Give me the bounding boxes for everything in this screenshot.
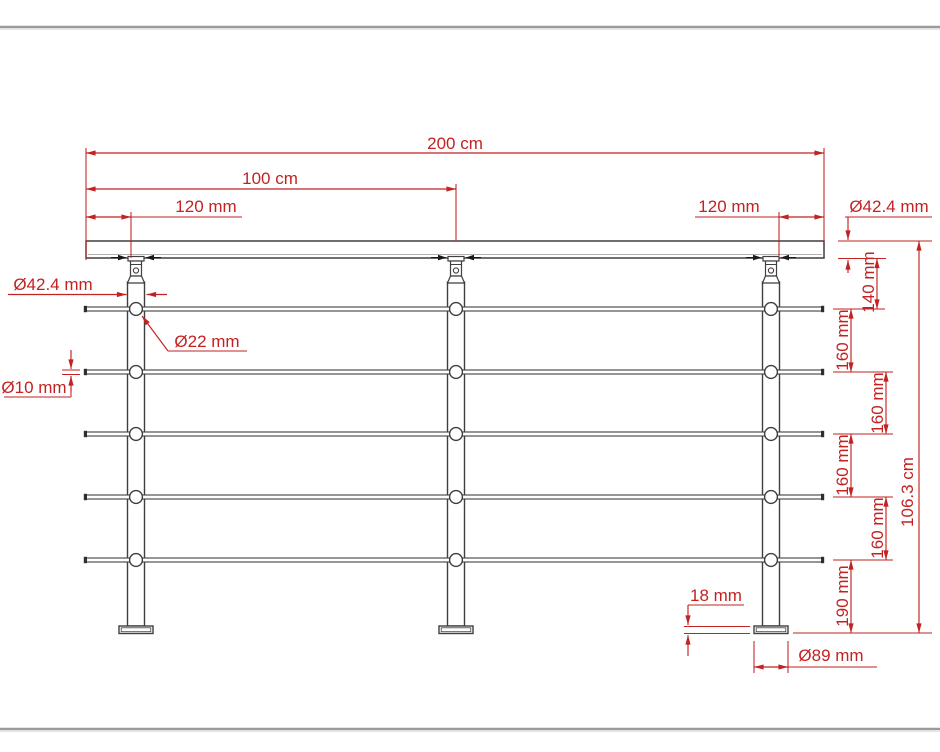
crossbar-end-cap (821, 305, 825, 313)
crossbar-holder (763, 364, 779, 380)
handrail-saddle (127, 255, 145, 262)
dim-total-width: 200 cm (85, 134, 825, 156)
handrail-saddle (447, 255, 465, 262)
base-plate (753, 625, 789, 635)
crossbar-end-cap (83, 493, 87, 501)
crossbar-end-cap (83, 430, 87, 438)
crossbar-holder (448, 364, 464, 380)
dim-crossbar-diameter-label: Ø10 mm (1, 378, 66, 397)
crossbar-holder (763, 301, 779, 317)
crossbar-holder (763, 489, 779, 505)
fitting-arrow-right (145, 254, 154, 261)
dim-gap-bottom: 190 mm (833, 559, 854, 634)
adapter-joint (452, 267, 460, 274)
dim-bar-gap-3-label: 160 mm (833, 434, 852, 495)
crossbar-holder (448, 489, 464, 505)
fitting-arrow-right (780, 254, 789, 261)
crossbar-holder (128, 364, 144, 380)
crossbar-holder (763, 552, 779, 568)
crossbar-holder (128, 489, 144, 505)
dim-bar-gap-1: 160 mm (833, 308, 854, 373)
dim-plate-thickness-label: 18 mm (690, 586, 742, 605)
adapter-joint (132, 267, 140, 274)
dim-handrail-diameter-label: Ø42.4 mm (849, 197, 928, 216)
crossbar-end-cap (83, 305, 87, 313)
crossbar-holder (448, 552, 464, 568)
dim-offset-right-label: 120 mm (698, 197, 759, 216)
post-flare (446, 275, 466, 284)
dim-bar-gap-2-label: 160 mm (868, 372, 887, 433)
dim-half-span: 100 cm (85, 169, 457, 192)
crossbar-end-cap (821, 368, 825, 376)
base-plate-inner (120, 627, 152, 633)
post-tube (126, 281, 146, 627)
fitting-arrow-left (118, 254, 127, 261)
dim-bar-gap-1-label: 160 mm (833, 309, 852, 370)
dim-bar-gap-2: 160 mm (868, 371, 889, 435)
crossbar-end-cap (821, 556, 825, 564)
base-plate-inner (755, 627, 787, 633)
dim-total-height-label: 106.3 cm (898, 457, 917, 527)
post-flare (761, 275, 781, 284)
post-tube (446, 281, 466, 627)
base-plate-inner (440, 627, 472, 633)
railing-structure (83, 240, 825, 635)
fitting-arrow-left (753, 254, 762, 261)
crossbar-end-cap (83, 368, 87, 376)
dim-bar-gap-4: 160 mm (868, 496, 889, 561)
dim-gap-top: 140 mm (859, 251, 880, 313)
dim-plate-thickness: 18 mm (684, 586, 750, 656)
post-tube (761, 281, 781, 627)
dimension-annotations: 200 cm 100 cm 120 mm 120 mm Ø42.4 mm (1, 134, 932, 673)
post-flare (126, 275, 146, 284)
crossbar-holder (128, 301, 144, 317)
crossbar-holder (128, 426, 144, 442)
fitting-arrow-right (465, 254, 474, 261)
dim-holder-diameter-label: Ø22 mm (174, 332, 239, 351)
crossbar-end-cap (821, 493, 825, 501)
dim-crossbar-diameter: Ø10 mm (1, 350, 80, 398)
handrail-saddle (762, 255, 780, 262)
adapter-joint (767, 267, 775, 274)
dim-bar-gap-4-label: 160 mm (868, 497, 887, 558)
handrail (85, 240, 825, 259)
dim-post-diameter: Ø42.4 mm (8, 275, 167, 298)
crossbar-holder (763, 426, 779, 442)
dim-offset-left-label: 120 mm (175, 197, 236, 216)
base-plate (438, 625, 474, 635)
dim-offset-left: 120 mm (85, 197, 242, 220)
crossbar-holder (448, 301, 464, 317)
crossbar-holder (448, 426, 464, 442)
base-plate (118, 625, 154, 635)
dim-post-diameter-label: Ø42.4 mm (13, 275, 92, 294)
dim-plate-diameter: Ø89 mm (753, 641, 877, 673)
dim-total-width-label: 200 cm (427, 134, 483, 153)
dim-offset-right: 120 mm (695, 197, 825, 220)
fitting-arrow-left (438, 254, 447, 261)
dim-plate-diameter-label: Ø89 mm (798, 646, 863, 665)
crossbar-end-cap (83, 556, 87, 564)
dim-half-span-label: 100 cm (242, 169, 298, 188)
dim-bar-gap-3: 160 mm (833, 433, 854, 498)
dim-holder-diameter: Ø22 mm (141, 315, 247, 352)
crossbar-end-cap (821, 430, 825, 438)
dim-total-height: 106.3 cm (898, 240, 922, 634)
dim-handrail-diameter: Ø42.4 mm (845, 197, 932, 273)
dim-gap-bottom-label: 190 mm (833, 565, 852, 626)
crossbar-holder (128, 552, 144, 568)
dim-gap-top-label: 140 mm (859, 251, 878, 312)
